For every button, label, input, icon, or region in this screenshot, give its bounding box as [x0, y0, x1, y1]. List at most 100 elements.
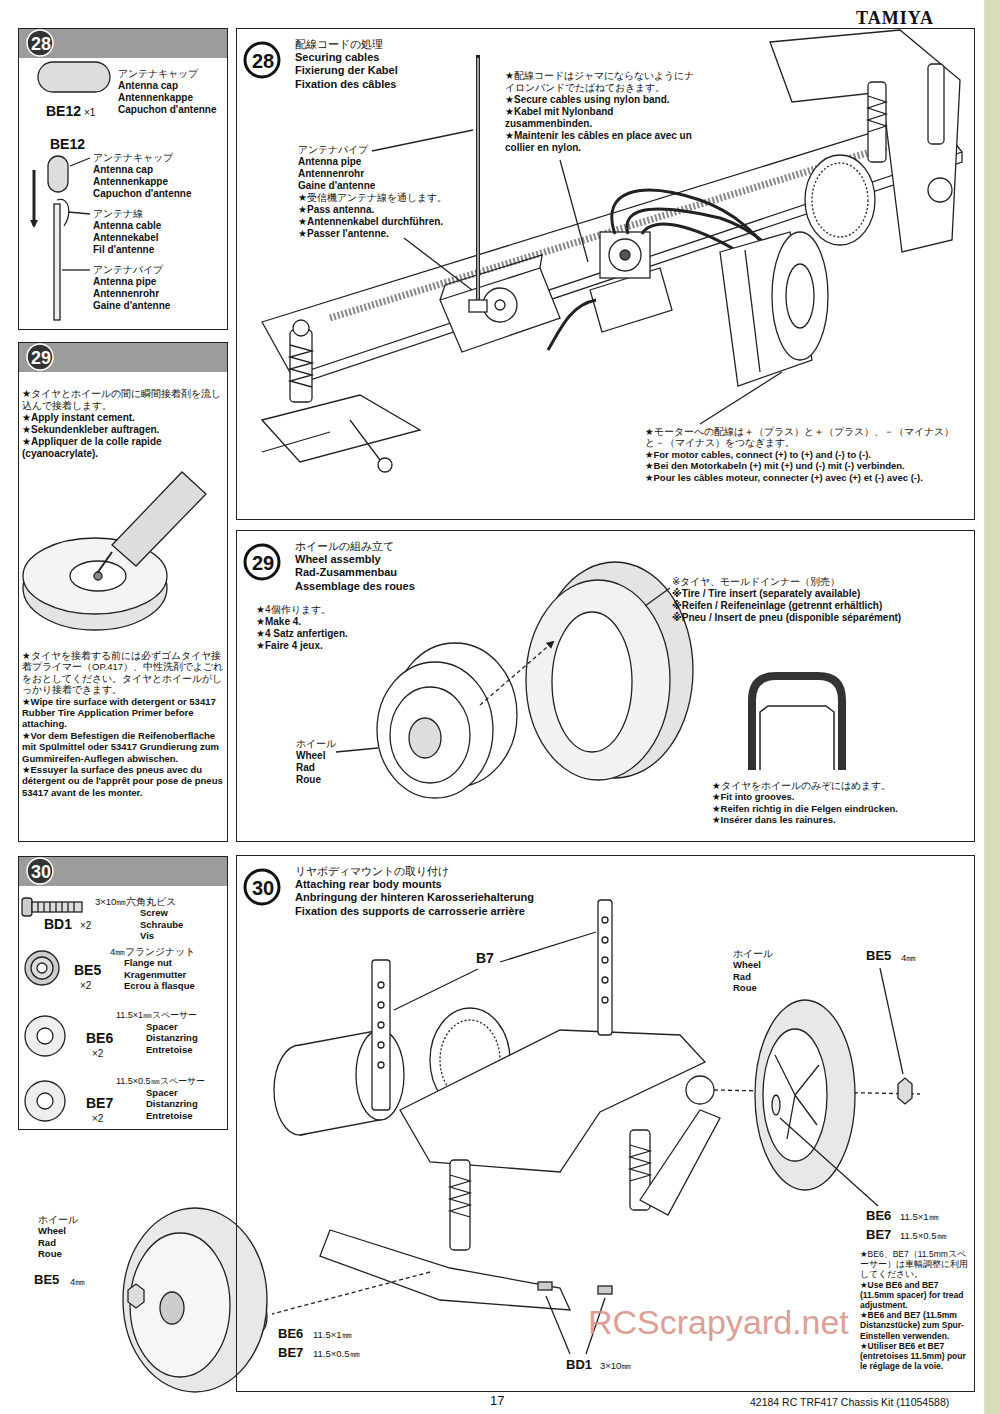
part-code: BE12: [46, 103, 81, 120]
rear-mount-illustration-part: [320, 1230, 570, 1310]
instruction-note: ★Pass antenna.: [298, 204, 374, 216]
part-label: Antenna cap: [93, 164, 153, 176]
chassis-illustration-part: [548, 300, 596, 350]
part-label: Vis: [140, 930, 154, 941]
chassis-illustration-part: [812, 163, 868, 237]
part-label: 4㎜フランジナット: [110, 946, 195, 957]
part-label: Wheel: [38, 1225, 66, 1236]
rear-mount-illustration-part: [272, 1272, 430, 1314]
chassis-illustration-part: [262, 114, 962, 376]
part-label: Screw: [140, 907, 168, 918]
rear-mount-illustration-part: [755, 1000, 855, 1190]
chassis-illustration-part: [378, 458, 392, 472]
antenna-parts-part: [70, 158, 90, 166]
step-number: 29: [19, 346, 63, 370]
watermark: RCScrapyard.net: [588, 1302, 849, 1343]
quantity: ×2: [92, 1048, 103, 1060]
chassis-illustration-part: [262, 395, 420, 462]
wheel-assembly-illustration-part: [336, 748, 378, 752]
instruction-note: ★Sekundenkleber auftragen.: [22, 424, 224, 436]
step-number: 29: [241, 551, 285, 575]
part-label: ホイール: [733, 948, 773, 959]
part-code: BE7: [278, 1345, 303, 1361]
wheel-assembly-illustration-part: [526, 580, 670, 780]
part-code: BD1: [44, 916, 72, 933]
part-label: ホイール: [296, 738, 336, 750]
part-label: Distanzring: [146, 1098, 198, 1109]
part-label: Antennekabel: [93, 232, 159, 244]
rear-mount-illustration-part: [394, 969, 478, 1010]
part-code: BE5: [34, 1272, 59, 1288]
instruction-note: ★Make 4.: [256, 616, 301, 628]
chassis-illustration-part: [290, 330, 312, 402]
instruction-note: ★4 Satz anfertigen.: [256, 628, 348, 640]
part-label: Antenna cable: [93, 220, 161, 232]
part-label: 3×10㎜: [600, 1360, 631, 1371]
part-label: Flange nut: [124, 957, 172, 968]
part-label: Rad: [296, 762, 315, 774]
rear-mount-illustration-part: [640, 1110, 720, 1215]
antenna-parts-part: [48, 156, 68, 192]
instruction-note: ★Essuyer la surface des pneus avec du dé…: [22, 764, 227, 798]
part-label: アンテナパイプ: [93, 264, 163, 276]
step-title: Fixierung der Kabel: [295, 64, 398, 77]
instruction-note: ★タイヤとホイールの間に瞬間接着剤を流し込んで接着します。: [22, 388, 224, 412]
instruction-note: ※Tire / Tire insert (separately availabl…: [672, 588, 860, 600]
wheel-assembly-illustration-part: [645, 588, 670, 606]
part-code: BE6: [866, 1208, 891, 1224]
part-label: Gaine d'antenne: [298, 180, 375, 192]
rear-mount-illustration-part: [630, 1145, 650, 1181]
chassis-illustration-part: [483, 288, 517, 322]
part-label: Kragenmutter: [124, 969, 186, 980]
rear-mount-illustration-part: [123, 1208, 267, 1392]
cement-illustration-part: [94, 572, 102, 580]
instruction-note: ★Insérer dans les rainures.: [712, 814, 836, 825]
brand-logo: TAMIYA: [856, 8, 934, 30]
cement-illustration-part: [112, 472, 206, 566]
wheel-assembly-illustration-part: [390, 687, 470, 783]
kit-code: 42184 RC TRF417 Chassis Kit (11054588): [750, 1396, 949, 1409]
part-label: Antenna pipe: [93, 276, 156, 288]
step-panel: 29ホイールの組み立てWheel assemblyRad-Zusammenbau…: [236, 530, 975, 842]
part-label: 11.5×1㎜: [900, 1211, 939, 1222]
antenna-parts-part: [38, 62, 110, 92]
chassis-illustration-part: [770, 30, 960, 252]
part-label: 11.5×0.5㎜: [900, 1230, 947, 1241]
part-label: Roue: [38, 1248, 62, 1259]
wheel-assembly-illustration-part: [760, 706, 834, 770]
instruction-note: ※Reifen / Reifeneinlage (getrennt erhält…: [672, 600, 882, 612]
instruction-note: ★Apply instant cement.: [22, 412, 224, 424]
parts-icons-part: [22, 898, 32, 916]
part-label: Antennenrohr: [298, 168, 364, 180]
chassis-illustration-part: [928, 64, 944, 144]
instruction-note: ★Bei den Motorkabeln (+) mit (+) und (-)…: [645, 460, 955, 471]
cement-illustration-part: [70, 561, 126, 591]
instruction-note: ★Kabel mit Nylonband zusammenbinden.: [505, 106, 700, 130]
chassis-illustration-part: [262, 432, 330, 452]
part-code: BE12: [50, 136, 85, 153]
rear-mount-illustration-part: [686, 1076, 714, 1104]
part-label: Antennenrohr: [93, 288, 159, 300]
page-edge: [985, 0, 1000, 1414]
step-headers-part: [18, 342, 228, 372]
instruction-note: ★BE6、BE7（11.5mmスペーサー）は車幅調整に利用してください。: [860, 1249, 972, 1280]
part-code: BE5: [866, 948, 891, 964]
part-label: Spacer: [146, 1021, 178, 1032]
part-label: Wheel: [296, 750, 325, 762]
step-number: 28: [241, 49, 285, 73]
step-title: Anbringung der hinteren Karosseriehalter…: [295, 891, 534, 904]
rear-mount-illustration-part: [880, 968, 903, 1074]
wheel-assembly-illustration-part: [409, 718, 441, 758]
rear-mount-illustration-part: [598, 900, 612, 1035]
instruction-note: ★Secure cables using nylon band.: [505, 94, 700, 106]
part-label: アンテナキャップ: [118, 68, 198, 80]
part-label: Entretoise: [146, 1110, 192, 1121]
rear-mount-illustration-part: [128, 1284, 144, 1308]
part-code: BE5: [74, 962, 101, 979]
rear-mount-illustration-part: [546, 1296, 570, 1354]
rear-mount-illustration-part: [763, 1029, 827, 1161]
instruction-note: ※Pneu / Insert de pneu (disponible sépar…: [672, 612, 901, 624]
parts-icons-part: [32, 902, 82, 912]
parts-icons-part: [25, 1081, 65, 1121]
